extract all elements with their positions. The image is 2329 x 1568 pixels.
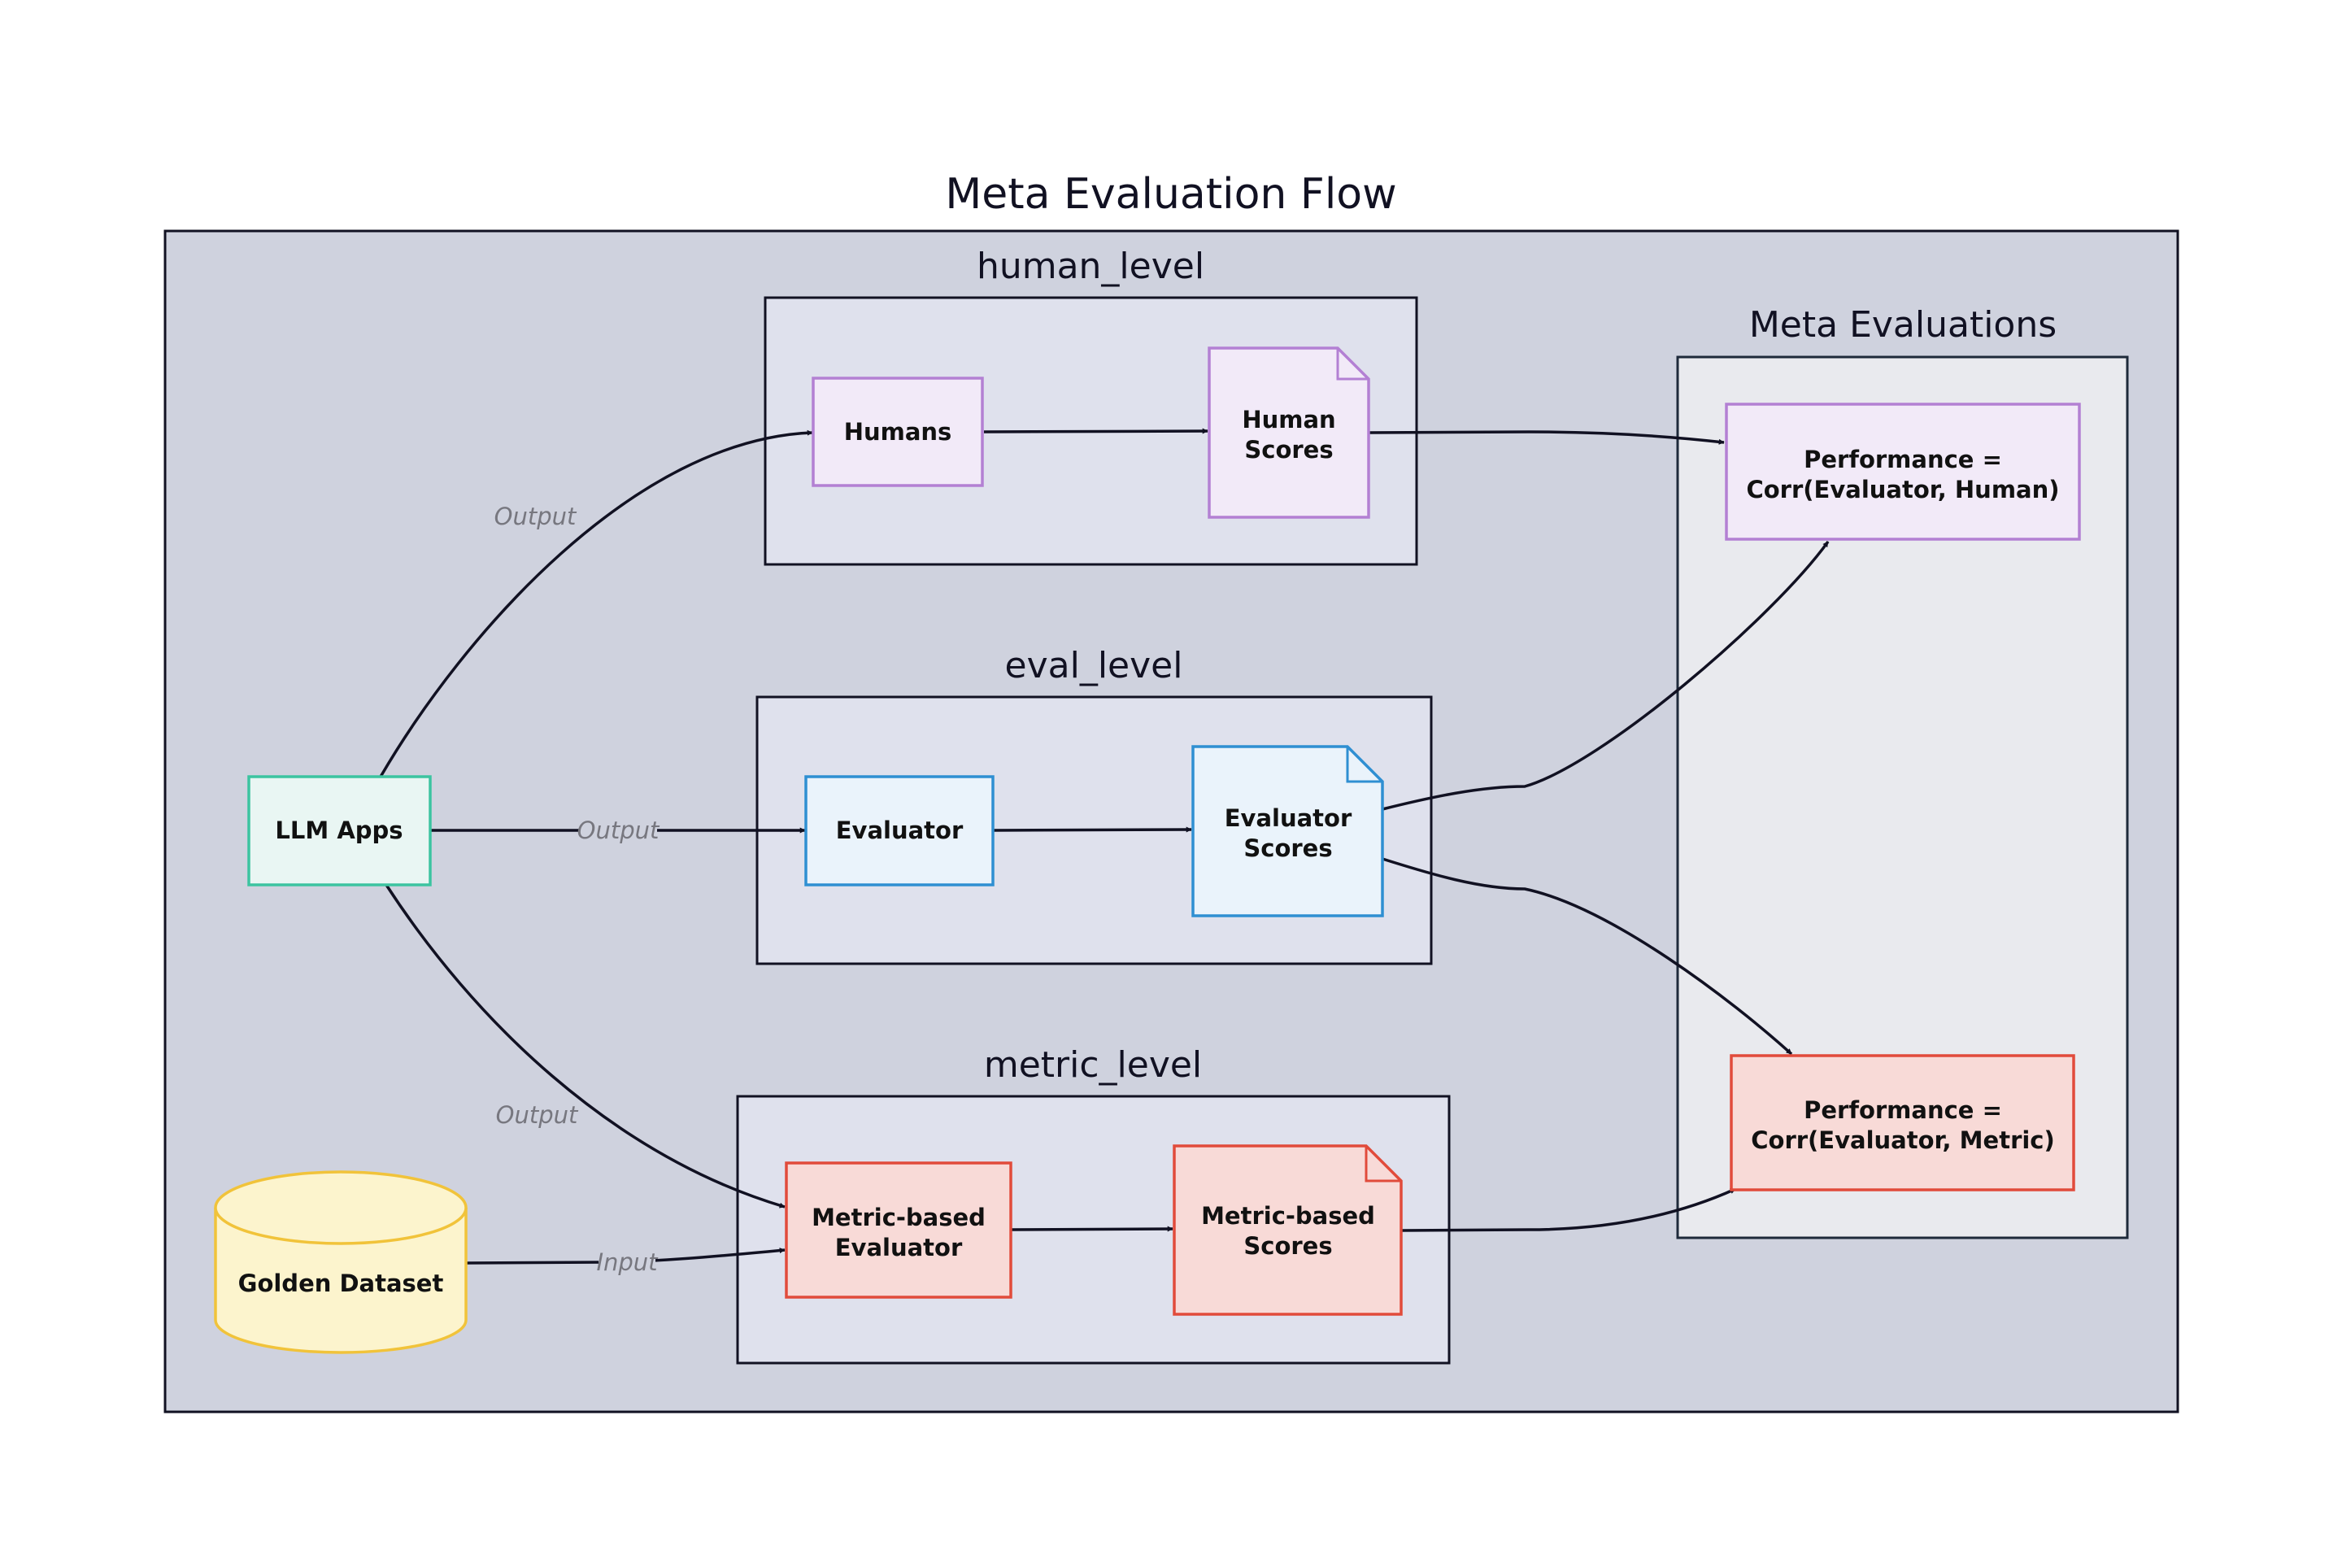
- cluster-human-level-label: human_level: [977, 246, 1204, 287]
- node-evaluator-label: Evaluator: [836, 817, 964, 844]
- edge-labels: Output Output Output Input: [494, 503, 660, 1276]
- node-metric-evaluator-label-line2: Evaluator: [835, 1234, 963, 1261]
- node-evaluator-scores-label-line1: Evaluator: [1225, 804, 1352, 832]
- edge-evaluator-scores-to-perf-human: [1382, 540, 1830, 811]
- node-evaluator-scores-label-line2: Scores: [1243, 834, 1332, 862]
- node-performance-human[interactable]: Performance = Corr(Evaluator, Human): [1725, 403, 2081, 541]
- node-llm-apps-label: LLM Apps: [275, 817, 403, 844]
- node-performance-metric-label-line2: Corr(Evaluator, Metric): [1751, 1126, 2055, 1154]
- edge-humans-to-human-scores: [983, 428, 1208, 434]
- edge-human-scores-to-perf-human: [1368, 430, 1725, 445]
- node-performance-metric[interactable]: Performance = Corr(Evaluator, Metric): [1730, 1054, 2075, 1191]
- node-metric-scores-label-line1: Metric-based: [1201, 1202, 1375, 1230]
- node-humans[interactable]: Humans: [812, 377, 984, 487]
- diagram-title: Meta Evaluation Flow: [945, 170, 1396, 219]
- node-llm-apps[interactable]: LLM Apps: [247, 775, 432, 886]
- edge-label-llm-to-evaluator: Output: [577, 817, 660, 844]
- node-humans-label: Humans: [844, 418, 952, 446]
- edge-label-golden-to-metric: Input: [596, 1248, 659, 1276]
- node-human-scores-label-line2: Scores: [1244, 436, 1333, 464]
- node-evaluator-scores[interactable]: Evaluator Scores: [1191, 745, 1384, 917]
- cluster-eval-level-label: eval_level: [1005, 645, 1183, 686]
- edge-label-llm-to-humans: Output: [494, 503, 577, 530]
- node-performance-human-label-line1: Performance =: [1804, 446, 2002, 473]
- node-human-scores-label-line1: Human: [1242, 406, 1335, 433]
- node-metric-evaluator[interactable]: Metric-based Evaluator: [785, 1161, 1012, 1299]
- edge-evaluator-scores-to-perf-metric: [1382, 857, 1793, 1056]
- node-metric-evaluator-label-line1: Metric-based: [812, 1204, 986, 1231]
- edges: [379, 428, 1830, 1265]
- cluster-meta-evaluations-label: Meta Evaluations: [1749, 304, 2057, 346]
- node-metric-scores-label-line2: Scores: [1243, 1232, 1332, 1260]
- edge-llm-to-humans: [379, 429, 813, 777]
- cluster-metric-level-label: metric_level: [984, 1044, 1202, 1086]
- node-evaluator[interactable]: Evaluator: [804, 775, 995, 886]
- edge-metric-scores-to-perf-metric: [1400, 1187, 1736, 1232]
- node-performance-human-label-line2: Corr(Evaluator, Human): [1746, 476, 2059, 503]
- node-human-scores[interactable]: Human Scores: [1208, 346, 1370, 519]
- edge-llm-to-metric: [385, 884, 786, 1209]
- edge-metric-evaluator-to-metric-scores: [1010, 1226, 1173, 1232]
- edge-label-llm-to-metric: Output: [496, 1101, 579, 1129]
- node-golden-dataset-label: Golden Dataset: [238, 1270, 444, 1297]
- node-golden-dataset[interactable]: Golden Dataset: [214, 1170, 468, 1354]
- node-metric-scores[interactable]: Metric-based Scores: [1173, 1144, 1403, 1316]
- node-performance-metric-label-line1: Performance =: [1804, 1096, 2002, 1124]
